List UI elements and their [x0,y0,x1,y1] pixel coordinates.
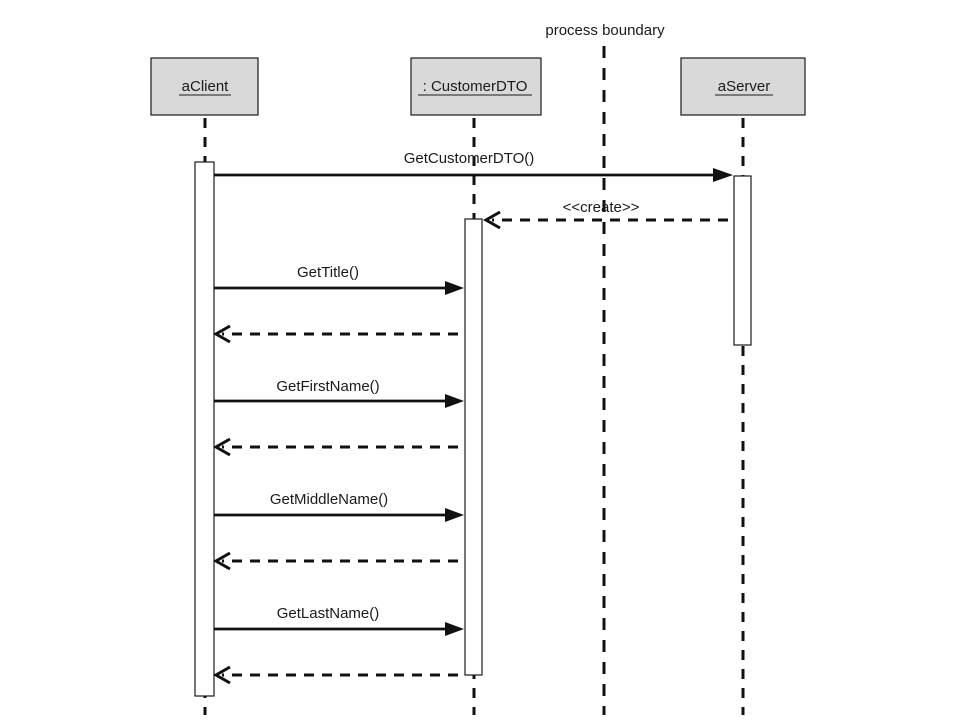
return-arrowhead-getlastname [212,665,231,685]
message-gettitle: GetTitle() [214,264,464,295]
return-arrowhead-getfirstname [212,437,231,457]
object-label-customerdto: : CustomerDTO [423,78,528,95]
object-box-aserver [680,57,806,116]
message-getmiddlename: GetMiddleName() [214,491,464,522]
return-getlastname [212,665,458,685]
process-boundary-label: process boundary [545,22,665,39]
object-aclient: aClient [150,57,259,116]
message-getcustomerdto: GetCustomerDTO() [214,150,733,182]
return-getmiddlename [212,551,458,571]
object-box-customerdto [410,57,542,116]
message-getlastname: GetLastName() [214,605,464,636]
arrowhead-create [482,210,501,230]
arrowhead-getfirstname [445,394,464,408]
object-box-aclient [150,57,259,116]
object-label-aserver: aServer [718,78,771,95]
object-aserver: aServer [680,57,806,116]
message-label-getfirstname: GetFirstName() [276,378,379,395]
return-arrowhead-gettitle [212,324,231,344]
return-getfirstname [212,437,458,457]
message-label-getlastname: GetLastName() [277,605,380,622]
message-label-create: <<create>> [563,199,640,216]
message-getfirstname: GetFirstName() [214,378,464,408]
activation-aclient [194,161,215,697]
message-create: <<create>> [482,199,728,230]
message-label-getcustomerdto: GetCustomerDTO() [404,150,535,167]
return-gettitle [212,324,458,344]
arrowhead-getlastname [445,622,464,636]
message-label-getmiddlename: GetMiddleName() [270,491,388,508]
return-arrowhead-getmiddlename [212,551,231,571]
arrowhead-gettitle [445,281,464,295]
object-customerdto: : CustomerDTO [410,57,542,116]
arrowhead-getmiddlename [445,508,464,522]
activation-customerdto [464,218,483,676]
arrowhead-getcustomerdto [713,168,733,182]
message-label-gettitle: GetTitle() [297,264,359,281]
object-label-aclient: aClient [182,78,230,95]
activation-aserver [733,175,752,346]
